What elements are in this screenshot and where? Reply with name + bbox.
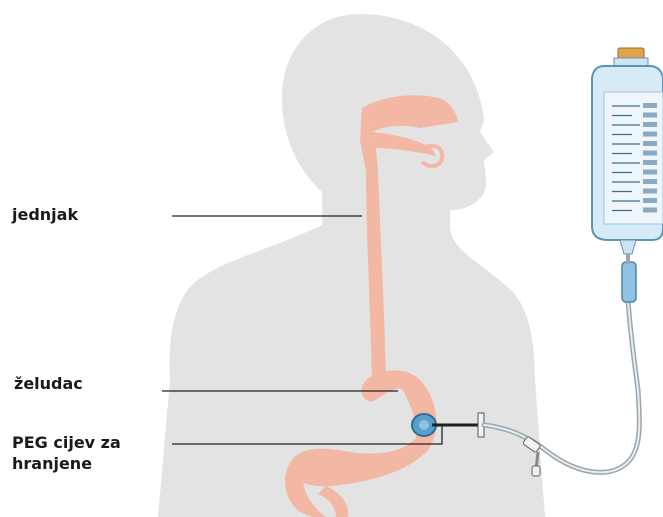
bag-neck [614, 58, 648, 66]
bag-graduation-label [643, 198, 657, 203]
peg-bumper-center [419, 420, 429, 430]
drip-chamber [622, 262, 636, 302]
label-stomach: želudac [14, 373, 83, 394]
label-peg-tube: PEG cijev za hranjene [12, 432, 121, 474]
bag-graduation-label [643, 189, 657, 194]
feeding-bag [592, 48, 663, 302]
bag-outlet [620, 240, 636, 254]
body-silhouette [158, 14, 545, 517]
label-peg-tube-line1: PEG cijev za [12, 432, 121, 453]
bag-graduation-label [643, 141, 657, 146]
label-peg-tube-line2: hranjene [12, 453, 121, 474]
bag-label-panel [604, 92, 663, 224]
tube-side-port-cap [532, 466, 540, 476]
bag-graduation-label [643, 103, 657, 108]
bag-graduation-label [643, 170, 657, 175]
bag-graduation-label [643, 160, 657, 165]
bag-graduation-label [643, 208, 657, 213]
bag-graduation-label [643, 132, 657, 137]
label-esophagus: jednjak [12, 204, 78, 225]
bag-graduation-label [643, 113, 657, 118]
bag-graduation-label [643, 122, 657, 127]
bag-graduation-label [643, 179, 657, 184]
bag-graduation-label [643, 151, 657, 156]
